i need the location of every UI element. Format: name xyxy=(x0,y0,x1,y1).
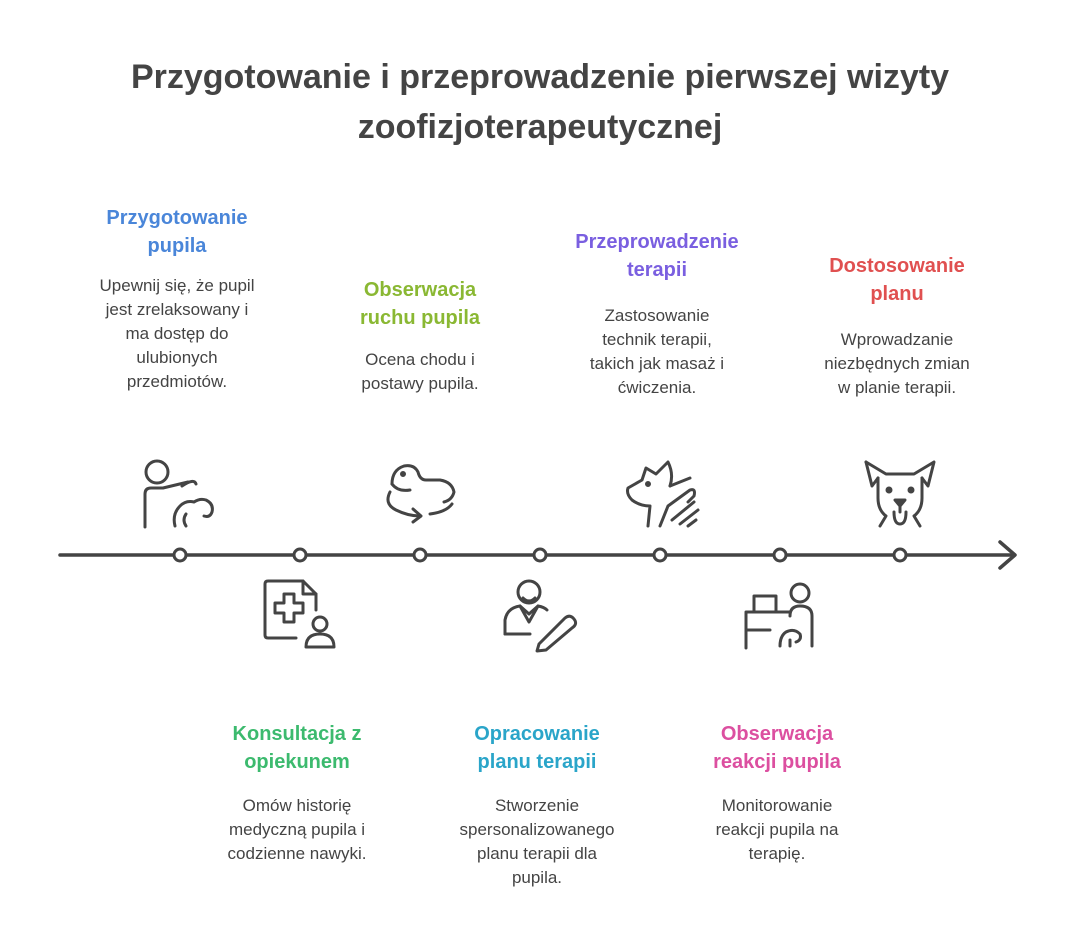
step-description: Stworzenie spersonalizowanego planu tera… xyxy=(427,794,647,890)
step-title-line: Obserwacja xyxy=(363,279,477,301)
person-petting-dog-icon xyxy=(143,459,214,529)
page-title-line: zoofizjoterapeutycznej xyxy=(357,108,723,146)
step-description-line: pupila. xyxy=(511,868,563,887)
step-description-line: Upewnij się, że pupil xyxy=(99,276,255,295)
step-description-line: Ocena chodu i xyxy=(365,350,475,369)
step-description-line: codzienne nawyki. xyxy=(227,844,367,863)
timeline-node xyxy=(772,547,788,563)
step-description-line: technik terapii, xyxy=(602,330,712,349)
step-description-line: reakcji pupila na xyxy=(715,820,839,839)
timeline-node xyxy=(412,547,428,563)
timeline-node xyxy=(532,547,548,563)
timeline-node xyxy=(652,547,668,563)
step-description-line: terapię. xyxy=(748,844,806,863)
step-przeprowadzenie-terapii: Przeprowadzenie terapii Zastosowanie tec… xyxy=(547,228,767,400)
step-obserwacja-ruchu: Obserwacja ruchu pupila Ocena chodu i po… xyxy=(310,276,530,396)
timeline-arrowhead xyxy=(998,540,1017,570)
step-description-line: takich jak masaż i xyxy=(589,354,725,373)
step-description: Monitorowanie reakcji pupila na terapię. xyxy=(667,794,887,866)
step-title-line: reakcji pupila xyxy=(713,751,841,773)
step-przygotowanie-pupila: Przygotowanie pupila Upewnij się, że pup… xyxy=(67,204,287,394)
step-title-line: terapii xyxy=(626,259,688,281)
page-title: Przygotowanie i przeprowadzenie pierwsze… xyxy=(40,52,1040,152)
person-observing-dog-icon xyxy=(744,582,814,650)
step-obserwacja-reakcji: Obserwacja reakcji pupila Monitorowanie … xyxy=(667,720,887,866)
step-description-line: planu terapii dla xyxy=(476,844,598,863)
step-title-line: pupila xyxy=(147,235,207,257)
step-description: Zastosowanie technik terapii, takich jak… xyxy=(547,304,767,400)
step-title: Przygotowanie pupila xyxy=(67,204,287,260)
step-title-line: Przygotowanie xyxy=(106,207,248,229)
step-description-line: Zastosowanie xyxy=(604,306,710,325)
step-title: Przeprowadzenie terapii xyxy=(547,228,767,284)
step-description-line: ćwiczenia. xyxy=(617,378,697,397)
step-title: Opracowanie planu terapii xyxy=(427,720,647,776)
timeline-node xyxy=(292,547,308,563)
step-description-line: przedmiotów. xyxy=(126,372,228,391)
timeline-node xyxy=(892,547,908,563)
step-title: Konsultacja z opiekunem xyxy=(187,720,407,776)
step-description-line: spersonalizowanego xyxy=(459,820,615,839)
step-konsultacja: Konsultacja z opiekunem Omów historię me… xyxy=(187,720,407,866)
medical-record-person-icon xyxy=(263,579,336,649)
step-title-line: Dostosowanie xyxy=(829,255,965,277)
step-title-line: Przeprowadzenie xyxy=(575,231,739,253)
step-description-line: w planie terapii. xyxy=(837,378,957,397)
step-title-line: planu xyxy=(870,283,924,305)
step-opracowanie-planu: Opracowanie planu terapii Stworzenie spe… xyxy=(427,720,647,890)
dog-moving-arrow-icon xyxy=(386,464,456,524)
step-title-line: planu terapii xyxy=(477,751,597,773)
step-title-line: Obserwacja xyxy=(720,723,834,745)
step-title: Obserwacja reakcji pupila xyxy=(667,720,887,776)
step-description-line: ulubionych xyxy=(136,348,218,367)
step-title: Obserwacja ruchu pupila xyxy=(310,276,530,332)
step-title-line: Opracowanie xyxy=(474,723,600,745)
step-description: Omów historię medyczną pupila i codzienn… xyxy=(187,794,407,866)
timeline-node xyxy=(172,547,188,563)
step-description-line: postawy pupila. xyxy=(361,374,479,393)
step-description-line: medyczną pupila i xyxy=(228,820,366,839)
step-description: Ocena chodu i postawy pupila. xyxy=(310,348,530,396)
step-title: Dostosowanie planu xyxy=(787,252,1007,308)
step-title-line: ruchu pupila xyxy=(360,307,480,329)
step-description-line: Stworzenie xyxy=(494,796,580,815)
dog-face-icon xyxy=(864,460,936,528)
page-title-line: Przygotowanie i przeprowadzenie pierwsze… xyxy=(130,58,950,96)
step-description: Wprowadzanie niezbędnych zmian w planie … xyxy=(787,328,1007,400)
person-writing-icon xyxy=(503,579,578,653)
step-description-line: Wprowadzanie xyxy=(840,330,954,349)
hand-massaging-dog-icon xyxy=(626,460,700,528)
step-description: Upewnij się, że pupil jest zrelaksowany … xyxy=(67,274,287,394)
step-description-line: jest zrelaksowany i xyxy=(105,300,249,319)
step-description-line: niezbędnych zmian xyxy=(824,354,970,373)
step-title-line: opiekunem xyxy=(244,751,350,773)
step-description-line: Omów historię xyxy=(242,796,352,815)
step-dostosowanie-planu: Dostosowanie planu Wprowadzanie niezbędn… xyxy=(787,252,1007,400)
step-description-line: Monitorowanie xyxy=(721,796,833,815)
step-title-line: Konsultacja z xyxy=(232,723,362,745)
step-description-line: ma dostęp do xyxy=(125,324,229,343)
